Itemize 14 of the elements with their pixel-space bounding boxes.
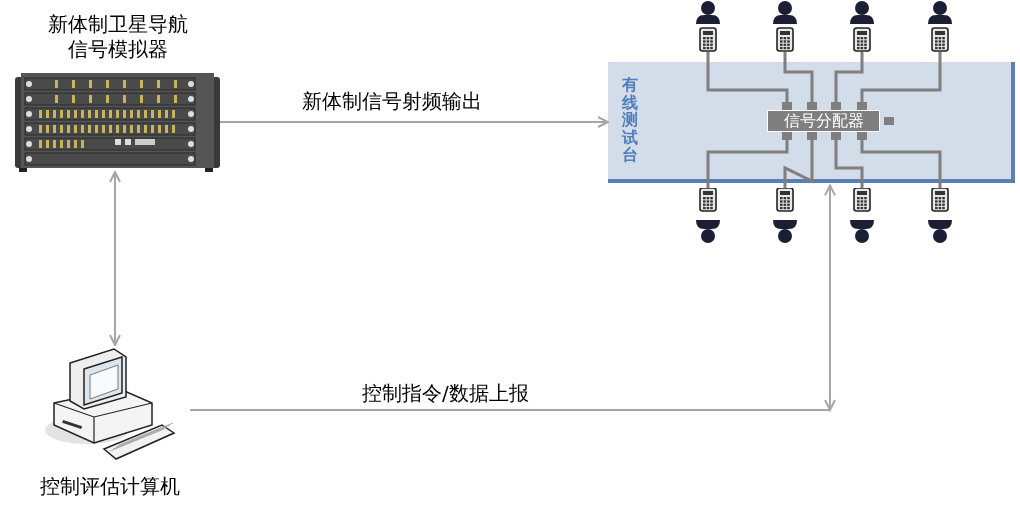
test-bench-panel — [608, 62, 1015, 183]
user-terminal-drawing — [926, 188, 954, 244]
edge-label: 控制指令/数据上报 — [360, 380, 531, 406]
user-terminal-drawing — [926, 0, 954, 52]
device-title: 新体制卫星导航信号模拟器 — [46, 12, 189, 62]
user-terminal-drawing — [694, 188, 722, 244]
user-terminal-drawing — [771, 0, 799, 52]
computer-label: 控制评估计算机 — [39, 473, 181, 500]
user-terminal-drawing — [848, 188, 876, 244]
user-terminal-drawing — [771, 188, 799, 244]
splitter-box: 信号分配器 — [767, 110, 880, 132]
user-terminal-drawing — [694, 0, 722, 52]
bench-label: 有线测试台 — [622, 76, 638, 164]
user-terminal-drawing — [848, 0, 876, 52]
